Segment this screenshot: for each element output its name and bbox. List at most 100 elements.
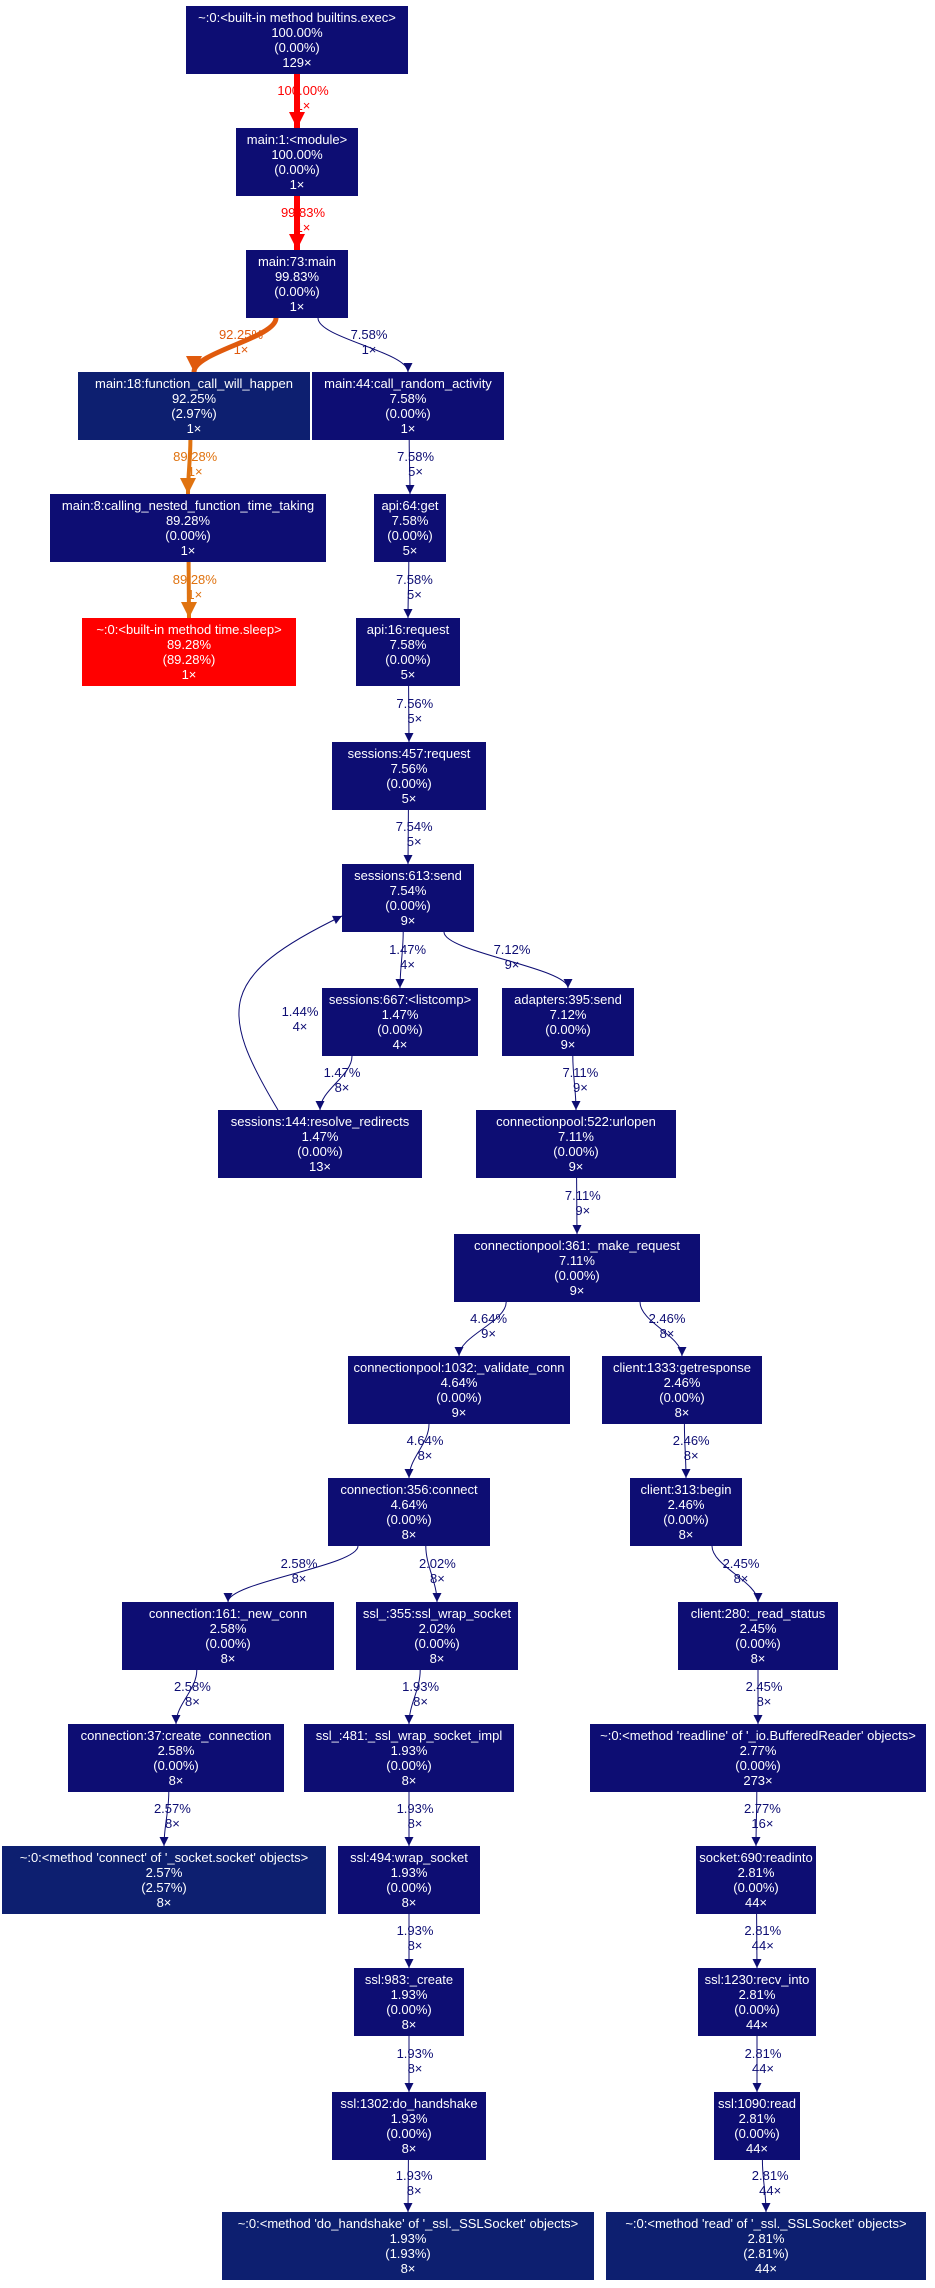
node-box[interactable] (332, 2092, 486, 2160)
edge-calls: 8× (757, 1694, 772, 1709)
edge-getresp-to-begin: 2.46%8× (673, 1423, 710, 1479)
node-box[interactable] (2, 1846, 326, 1914)
edge-percent: 2.45% (723, 1556, 760, 1571)
edge-calls: 8× (734, 1571, 749, 1586)
node-box[interactable] (356, 618, 460, 686)
edge-line (711, 1545, 763, 1603)
node-resolve[interactable]: sessions:144:resolve_redirects1.47%(0.00… (218, 1110, 422, 1178)
node-box[interactable] (328, 1478, 490, 1546)
node-box[interactable] (630, 1478, 742, 1546)
node-box[interactable] (476, 1110, 676, 1178)
edge-percent: 92.25% (219, 327, 264, 342)
edge-calls: 9× (575, 1203, 590, 1218)
node-box[interactable] (374, 494, 446, 562)
node-fcwh[interactable]: main:18:function_call_will_happen92.25%(… (78, 372, 310, 440)
node-function-name: ssl:1230:recv_into (705, 1972, 810, 1987)
node-box[interactable] (236, 128, 358, 196)
node-sleep[interactable]: ~:0:<built-in method time.sleep>89.28%(8… (82, 618, 296, 686)
node-sslwrapimpl[interactable]: ssl_:481:_ssl_wrap_socket_impl1.93%(0.00… (304, 1724, 514, 1792)
node-function-name: ssl:1302:do_handshake (340, 2096, 477, 2111)
node-box[interactable] (696, 1846, 816, 1914)
edge-recvinto-to-sslread: 2.81%44× (745, 2036, 782, 2092)
node-box[interactable] (678, 1602, 838, 1670)
node-sockconnect[interactable]: ~:0:<method 'connect' of '_socket.socket… (2, 1846, 326, 1914)
node-box[interactable] (332, 742, 486, 810)
node-listcomp[interactable]: sessions:667:<listcomp>1.47%(0.00%)4× (322, 988, 478, 1056)
node-createconn[interactable]: connection:37:create_connection2.58%(0.0… (68, 1724, 284, 1792)
node-box[interactable] (186, 6, 408, 74)
node-box[interactable] (348, 1356, 570, 1424)
node-self-percent: (0.00%) (385, 652, 431, 667)
edge-percent: 7.54% (396, 819, 433, 834)
node-box[interactable] (698, 1968, 816, 2036)
node-box[interactable] (68, 1724, 284, 1792)
edge-calls: 1× (296, 220, 311, 235)
edge-calls: 8× (430, 1571, 445, 1586)
edge-sslwrapsock-to-sslcreate: 1.93%8× (397, 1914, 434, 1968)
edge-sslwrapimpl-to-sslwrapsock: 1.93%8× (397, 1792, 434, 1846)
node-box[interactable] (356, 1602, 518, 1670)
node-self-percent: (89.28%) (163, 652, 216, 667)
node-box[interactable] (354, 1968, 464, 2036)
node-dohandobj[interactable]: ~:0:<method 'do_handshake' of '_ssl._SSL… (222, 2212, 594, 2280)
node-exec[interactable]: ~:0:<built-in method builtins.exec>100.0… (186, 6, 408, 74)
node-box[interactable] (78, 372, 310, 440)
node-box[interactable] (122, 1602, 334, 1670)
node-box[interactable] (714, 2092, 800, 2160)
node-validate[interactable]: connectionpool:1032:_validate_conn4.64%(… (348, 1356, 570, 1424)
node-readobj[interactable]: ~:0:<method 'read' of '_ssl._SSLSocket' … (606, 2212, 926, 2280)
node-total-percent: 1.93% (391, 1743, 428, 1758)
node-box[interactable] (304, 1724, 514, 1792)
node-box[interactable] (590, 1724, 926, 1792)
node-box[interactable] (322, 988, 478, 1056)
node-total-percent: 99.83% (275, 269, 320, 284)
node-call-count: 9× (561, 1037, 576, 1052)
node-box[interactable] (454, 1234, 700, 1302)
edge-line (571, 1055, 581, 1111)
node-box[interactable] (222, 2212, 594, 2280)
node-function-name: api:64:get (381, 498, 438, 513)
node-box[interactable] (342, 864, 474, 932)
node-box[interactable] (50, 494, 326, 562)
edge-calls: 1× (296, 98, 311, 113)
edge-percent: 1.44% (282, 1004, 319, 1019)
node-box[interactable] (218, 1110, 422, 1178)
node-readline[interactable]: ~:0:<method 'readline' of '_io.BufferedR… (590, 1724, 926, 1792)
node-call-count: 44× (755, 2261, 777, 2276)
edge-calls: 8× (408, 2061, 423, 2076)
node-box[interactable] (602, 1356, 762, 1424)
node-box[interactable] (312, 372, 504, 440)
node-cra[interactable]: main:44:call_random_activity7.58%(0.00%)… (312, 372, 504, 440)
edge-percent: 2.58% (174, 1679, 211, 1694)
node-box[interactable] (502, 988, 634, 1056)
node-box[interactable] (82, 618, 296, 686)
edge-line (639, 1301, 687, 1357)
node-box[interactable] (606, 2212, 926, 2280)
node-box[interactable] (246, 250, 348, 318)
node-cnftt[interactable]: main:8:calling_nested_function_time_taki… (50, 494, 326, 562)
node-module[interactable]: main:1:<module>100.00%(0.00%)1× (236, 128, 358, 196)
node-makereq[interactable]: connectionpool:361:_make_request7.11%(0.… (454, 1234, 700, 1302)
node-box[interactable] (338, 1846, 480, 1914)
node-total-percent: 1.47% (382, 1007, 419, 1022)
